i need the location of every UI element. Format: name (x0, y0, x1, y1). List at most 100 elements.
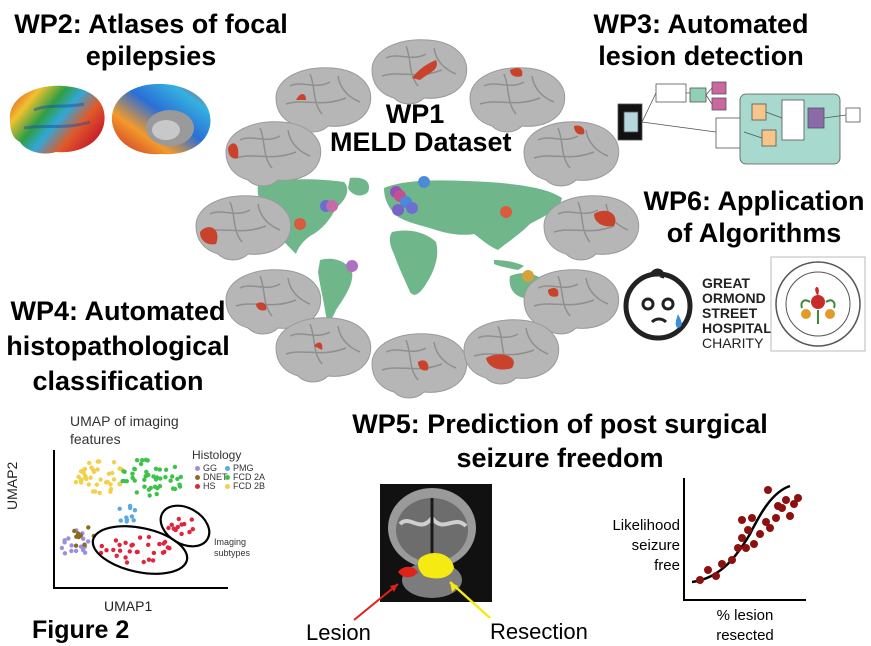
figure-label: Figure 2 (32, 616, 130, 644)
curve-ylabel-line2: seizure (631, 537, 680, 554)
legend-entry: GG (195, 464, 225, 473)
umap-point (134, 458, 140, 463)
brain-bottom-right (463, 319, 560, 385)
umap-point (131, 518, 136, 523)
umap-point (124, 560, 130, 565)
umap-point (151, 474, 156, 479)
legend-swatch (225, 484, 230, 489)
umap-point (138, 461, 144, 467)
umap-point (124, 519, 129, 524)
umap-point (178, 474, 183, 480)
curve-point (790, 500, 798, 508)
resection-label: Resection (490, 619, 588, 644)
mri-arrows (353, 581, 491, 621)
umap-point (189, 517, 194, 522)
mri-image (380, 484, 492, 602)
curve-point (742, 544, 750, 552)
umap-point (111, 547, 116, 553)
curve-point (772, 514, 780, 522)
umap-point (80, 547, 86, 553)
umap-point (130, 471, 135, 476)
curve-point (704, 566, 712, 574)
umap-point (113, 538, 119, 543)
umap-point (165, 545, 170, 550)
map-marker (394, 190, 407, 212)
umap-point (130, 542, 135, 547)
gosh-face-logo (623, 268, 693, 341)
umap-plot (53, 450, 228, 589)
wp5-title: WP5: Prediction of post surgical seizure… (350, 407, 770, 475)
curve-point (718, 560, 726, 568)
legend-entry: HS (195, 482, 225, 491)
umap-point (144, 469, 149, 475)
umap-point (157, 541, 162, 547)
umap-point (127, 549, 132, 554)
curve-point (734, 544, 742, 552)
brain-upper-right (523, 121, 620, 187)
umap-annotation-line2: subtypes (214, 548, 251, 558)
umap-point (85, 539, 91, 544)
map-marker (522, 270, 535, 292)
umap-point (157, 484, 163, 489)
umap-point (134, 490, 139, 495)
umap-point (81, 470, 86, 476)
brain-lower-left (225, 269, 322, 335)
wp1-title: WP1 MELD Dataset (330, 100, 512, 157)
subtype-ellipse-2 (91, 525, 189, 575)
wp2-title-line2: epilepsies (85, 41, 217, 71)
wp1-title-line2: MELD Dataset (330, 127, 512, 157)
umap-point (140, 458, 145, 463)
wp4-title: WP4: Automated histopathological classif… (2, 294, 234, 399)
umap-point (73, 543, 79, 548)
curve-point (750, 540, 758, 548)
umap-point (142, 484, 147, 489)
wp6-title: WP6: Application of Algorithms (634, 185, 871, 249)
umap-point (123, 555, 128, 560)
umap-point (150, 558, 156, 563)
umap-point (81, 536, 86, 541)
brain-top-center (371, 39, 468, 105)
curve-point (756, 530, 764, 538)
legend-swatch (195, 484, 200, 489)
wp4-title-line1: WP4: Automated (10, 296, 226, 326)
legend-swatch (225, 475, 230, 480)
umap-point (124, 515, 129, 520)
curve-points (696, 486, 802, 584)
umap-point (72, 528, 77, 534)
umap-point (173, 527, 178, 533)
legend-swatch (195, 475, 200, 480)
umap-point (69, 543, 74, 548)
umap-point (114, 553, 119, 558)
brain-top-left (275, 67, 372, 133)
umap-point (154, 475, 160, 480)
umap-point (190, 527, 195, 532)
umap-point (170, 474, 175, 479)
umap-point (76, 474, 81, 479)
umap-point (123, 540, 128, 545)
umap-point (108, 482, 113, 487)
umap-legend-title: Histology (192, 448, 242, 462)
legend-swatch (225, 466, 230, 471)
umap-point (162, 549, 167, 555)
umap-point (158, 476, 163, 481)
umap-point (103, 480, 109, 485)
map-marker (392, 204, 405, 226)
umap-point (73, 548, 79, 554)
umap-point (98, 477, 103, 482)
umap-point (187, 529, 192, 535)
umap-point (62, 540, 67, 545)
umap-ylabel: UMAP2 (4, 461, 20, 510)
legend-label: FCD 2B (233, 481, 266, 491)
legend-label: HS (203, 481, 216, 491)
umap-point (132, 478, 137, 483)
umap-point (83, 475, 88, 480)
gosh-line-3: STREET (702, 305, 758, 321)
curve-xlabel-line1: % lesion (716, 607, 774, 624)
gosh-line-5: CHARITY (702, 335, 764, 351)
legend-entry: PMG (225, 464, 265, 473)
curve-ylabel-line3: free (654, 557, 680, 574)
brain-bottom-center (371, 333, 468, 399)
umap-point (106, 471, 112, 476)
wp3-title-line2: lesion detection (598, 41, 804, 71)
